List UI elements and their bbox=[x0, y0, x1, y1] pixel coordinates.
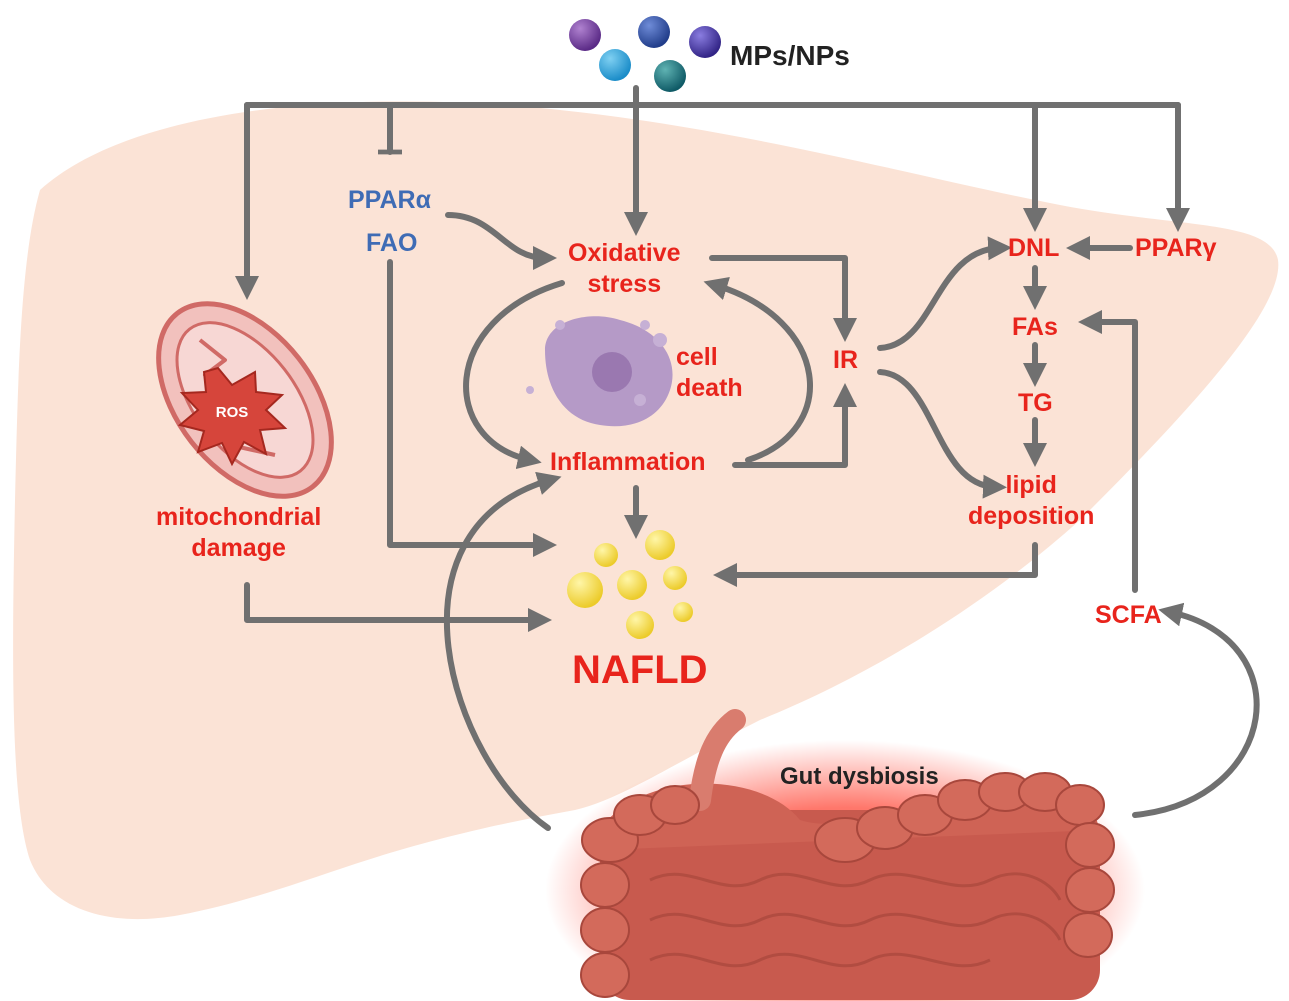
lipid-deposition-line-1: lipid bbox=[1005, 471, 1057, 499]
mitochondrial-damage-line-2: damage bbox=[191, 534, 286, 563]
svg-text:ROS: ROS bbox=[216, 404, 249, 421]
lipid-droplets-icon bbox=[567, 530, 693, 639]
arrows bbox=[235, 85, 1260, 831]
cell-death-label: cell death bbox=[676, 342, 743, 405]
mps-nps-label: MPs/NPs bbox=[730, 40, 850, 71]
dnl-label: DNL bbox=[1008, 234, 1060, 262]
microplastic-particles bbox=[569, 16, 721, 92]
oxidative-stress-line-1: Oxidative bbox=[568, 239, 681, 267]
lipid-deposition-label: lipid deposition bbox=[968, 470, 1094, 533]
fas-label: FAs bbox=[1012, 313, 1058, 341]
ros-burst-icon bbox=[177, 366, 288, 467]
oxidative-stress-label: Oxidative stress bbox=[568, 238, 681, 301]
cell-death-line-2: death bbox=[676, 374, 743, 403]
tg-label: TG bbox=[1018, 389, 1053, 417]
oxidative-stress-line-2: stress bbox=[587, 270, 662, 299]
cell-death-line-1: cell bbox=[676, 343, 718, 371]
lipid-deposition-line-2: deposition bbox=[968, 502, 1095, 531]
liver-shape bbox=[13, 101, 1279, 920]
inflammation-label: Inflammation bbox=[550, 448, 706, 476]
gut-dysbiosis-label: Gut dysbiosis bbox=[780, 763, 939, 790]
nafld-label: NAFLD bbox=[572, 648, 708, 692]
dying-cell-icon bbox=[526, 316, 673, 427]
scfa-label: SCFA bbox=[1095, 601, 1162, 629]
ppar-gamma-label: PPARγ bbox=[1135, 234, 1217, 262]
fao-label: FAO bbox=[366, 229, 418, 257]
ir-label: IR bbox=[833, 346, 858, 374]
mitochondrial-damage-line-1: mitochondrial bbox=[156, 503, 322, 531]
mitochondrial-damage-label: mitochondrial damage bbox=[156, 502, 321, 565]
colon-illustration bbox=[580, 709, 1115, 1000]
ros-label: ROS bbox=[216, 404, 249, 421]
ppar-alpha-label: PPARα bbox=[348, 186, 431, 214]
